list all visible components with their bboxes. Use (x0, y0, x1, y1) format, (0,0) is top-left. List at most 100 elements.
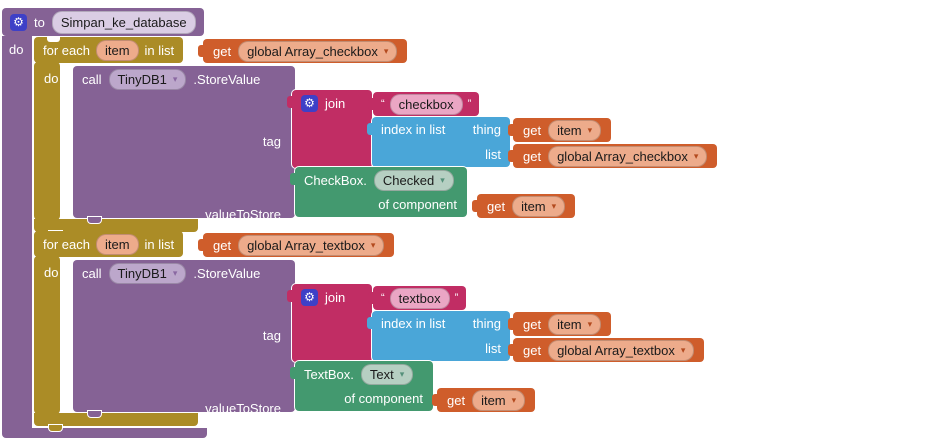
join-block[interactable]: ⚙ join (287, 90, 372, 168)
get-label: get (523, 316, 542, 332)
get-label: get (447, 392, 466, 408)
puzzle-tab (367, 317, 373, 329)
variable-dropdown[interactable]: global Array_checkbox ▾ (238, 40, 398, 62)
component-dropdown[interactable]: TinyDB1 ▾ (108, 262, 187, 284)
index-in-list-block[interactable]: index in list thing list (367, 311, 510, 361)
chevron-down-icon: ▾ (511, 394, 517, 405)
get-item-block[interactable]: get item ▾ (432, 388, 536, 412)
procedure-block-bottom[interactable] (2, 428, 207, 438)
property-header-row: CheckBox. Checked ▾ (295, 167, 467, 193)
method-label: .StoreValue (193, 265, 261, 281)
for-each-label: for each (43, 42, 90, 58)
chevron-down-icon: ▾ (551, 200, 557, 211)
chevron-down-icon: ▾ (693, 150, 699, 161)
mutator-gear-icon[interactable]: ⚙ (301, 288, 318, 306)
to-keyword-label: to (34, 14, 45, 30)
call-storevalue-block[interactable]: call TinyDB1 ▾ .StoreValue tag valueToSt… (73, 66, 295, 223)
get-global-list-block[interactable]: get global Array_checkbox ▾ (508, 144, 718, 168)
chevron-down-icon: ▾ (587, 124, 593, 135)
property-dropdown[interactable]: Checked ▾ (373, 169, 454, 191)
puzzle-tab (198, 45, 204, 57)
get-label: get (213, 43, 232, 59)
procedure-do-label: do (9, 42, 24, 57)
index-in-list-block[interactable]: index in list thing list (367, 117, 510, 167)
list-param-label: list (485, 341, 501, 356)
puzzle-tab (368, 98, 374, 110)
get-global-list-block[interactable]: get global Array_textbox ▾ (508, 338, 705, 362)
call-label: call (82, 265, 102, 281)
chevron-down-icon: ▾ (383, 45, 389, 56)
get-item-block[interactable]: get item ▾ (508, 312, 612, 336)
component-property-block[interactable]: TextBox. Text ▾ of component (290, 361, 433, 411)
valuetostore-param-label: valueToStore (205, 401, 281, 416)
get-label: get (487, 198, 506, 214)
puzzle-tab (287, 290, 293, 302)
string-value-field[interactable]: checkbox (389, 93, 463, 115)
mutator-gear-icon[interactable]: ⚙ (301, 94, 318, 112)
property-dropdown[interactable]: Text ▾ (360, 363, 414, 385)
get-label: get (523, 342, 542, 358)
variable-dropdown[interactable]: global Array_textbox ▾ (238, 234, 385, 256)
loop-variable-field[interactable]: item (95, 39, 139, 61)
for-each-block[interactable]: for each item in list (34, 37, 184, 63)
variable-dropdown[interactable]: global Array_checkbox ▾ (548, 145, 708, 167)
list-param-label: list (485, 147, 501, 162)
puzzle-tab (290, 173, 296, 185)
text-string-block[interactable]: “ checkbox ” (368, 92, 480, 116)
procedure-definition-block[interactable]: ⚙ to Simpan_ke_database (2, 8, 204, 36)
for-each-block-spine[interactable] (34, 256, 60, 414)
thing-param-label: thing (472, 122, 501, 137)
puzzle-tab (472, 200, 478, 212)
puzzle-tab (508, 344, 514, 356)
variable-dropdown[interactable]: item ▾ (512, 195, 566, 217)
component-type-label: CheckBox. (304, 172, 367, 188)
chevron-down-icon: ▾ (172, 73, 178, 84)
of-component-label: of component (344, 391, 423, 406)
call-storevalue-block[interactable]: call TinyDB1 ▾ .StoreValue tag valueToSt… (73, 260, 295, 417)
for-each-block[interactable]: for each item in list (34, 231, 184, 257)
get-item-block[interactable]: get item ▾ (472, 194, 576, 218)
puzzle-tab (368, 292, 374, 304)
connector-bump (49, 425, 62, 431)
procedure-name-field[interactable]: Simpan_ke_database (51, 10, 196, 34)
join-label: join (325, 95, 346, 111)
text-string-block[interactable]: “ textbox ” (368, 286, 467, 310)
tag-param-label: tag (262, 328, 281, 343)
variable-dropdown[interactable]: item ▾ (548, 119, 602, 141)
join-block[interactable]: ⚙ join (287, 284, 372, 362)
index-header-row: index in list (372, 117, 510, 141)
puzzle-tab (508, 150, 514, 162)
property-header-row: TextBox. Text ▾ (295, 361, 433, 387)
mutator-gear-icon[interactable]: ⚙ (10, 13, 27, 31)
for-each-block-spine[interactable] (34, 62, 60, 220)
close-quote: ” (467, 98, 472, 110)
variable-dropdown[interactable]: item ▾ (548, 313, 602, 335)
get-item-block[interactable]: get item ▾ (508, 118, 612, 142)
index-in-list-label: index in list (381, 315, 446, 331)
puzzle-tab (508, 124, 514, 136)
open-quote: “ (381, 292, 385, 304)
for-each-do-label: do (44, 71, 59, 86)
chevron-down-icon: ▾ (399, 368, 405, 379)
index-in-list-label: index in list (381, 121, 446, 137)
component-dropdown[interactable]: TinyDB1 ▾ (108, 68, 187, 90)
get-source-list-block[interactable]: get global Array_textbox ▾ (198, 233, 395, 257)
variable-dropdown[interactable]: global Array_textbox ▾ (548, 339, 695, 361)
join-header-row: ⚙ join (292, 90, 372, 116)
get-source-list-block[interactable]: get global Array_checkbox ▾ (198, 39, 408, 63)
string-value-field[interactable]: textbox (389, 287, 450, 309)
for-each-do-label: do (44, 265, 59, 280)
join-header-row: ⚙ join (292, 284, 372, 310)
index-header-row: index in list (372, 311, 510, 335)
for-each-block-bottom[interactable] (34, 413, 198, 431)
valuetostore-param-label: valueToStore (205, 207, 281, 222)
component-property-block[interactable]: CheckBox. Checked ▾ of component (290, 167, 467, 217)
get-label: get (213, 237, 232, 253)
puzzle-tab (287, 96, 293, 108)
loop-variable-field[interactable]: item (95, 233, 139, 255)
variable-dropdown[interactable]: item ▾ (472, 389, 526, 411)
connector-bump (88, 411, 101, 417)
procedure-block-spine[interactable] (2, 36, 32, 428)
call-header-row: call TinyDB1 ▾ .StoreValue (73, 260, 295, 286)
